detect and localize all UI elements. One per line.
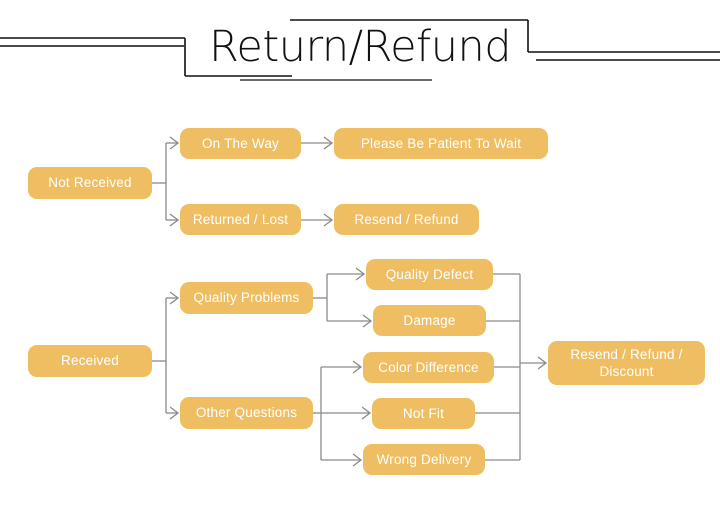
node-resend-refund-discount[interactable]: Resend / Refund / Discount [548, 341, 705, 385]
node-not-received[interactable]: Not Received [28, 167, 152, 199]
node-please-be-patient-to-wait[interactable]: Please Be Patient To Wait [334, 128, 548, 159]
node-damage[interactable]: Damage [373, 305, 486, 336]
node-not-fit[interactable]: Not Fit [372, 398, 475, 429]
arrowhead-colordifference [352, 360, 363, 374]
arrowhead-qualityproblems [169, 291, 180, 305]
arrowhead-ontheway [169, 136, 180, 150]
arrowhead-notfit [361, 406, 372, 420]
arrowhead-qualitydefect [355, 267, 366, 281]
header-rule-svg [0, 19, 720, 81]
node-resend-refund[interactable]: Resend / Refund [334, 204, 479, 235]
arrowhead-returnedlost [169, 213, 180, 227]
arrowhead-final [537, 356, 548, 370]
page-title: Return/Refund [208, 22, 512, 72]
arrowhead-wrongdelivery [352, 453, 363, 467]
node-other-questions[interactable]: Other Questions [180, 397, 313, 429]
node-quality-defect[interactable]: Quality Defect [366, 259, 493, 290]
arrowhead-pleasewait [323, 136, 334, 150]
node-on-the-way[interactable]: On The Way [180, 128, 301, 159]
header-decoration: Return/Refund [0, 0, 720, 100]
node-color-difference[interactable]: Color Difference [363, 352, 494, 383]
node-quality-problems[interactable]: Quality Problems [180, 282, 313, 314]
arrowhead-otherquestions [169, 406, 180, 420]
arrowhead-resendrefund [323, 213, 334, 227]
node-returned-lost[interactable]: Returned / Lost [180, 204, 301, 235]
node-received[interactable]: Received [28, 345, 152, 377]
node-wrong-delivery[interactable]: Wrong Delivery [363, 444, 485, 475]
arrowhead-damage [362, 314, 373, 328]
